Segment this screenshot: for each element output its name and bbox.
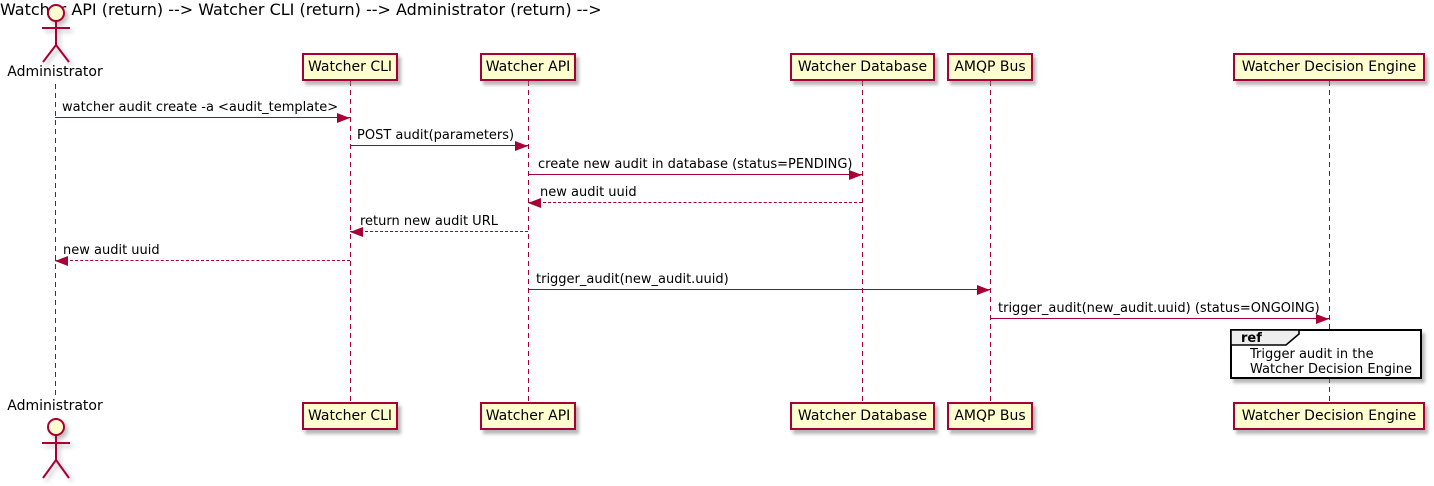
message-line [350,231,528,232]
actor-icon [42,418,70,479]
message-label: watcher audit create -a <audit_template> [62,100,339,115]
arrowhead-right [515,141,528,151]
participant-watcher-decision-engine-top: Watcher Decision Engine [1233,53,1425,81]
message-line [528,174,862,175]
message-label: new audit uuid [540,185,637,200]
message-label: create new audit in database (status=PEN… [538,157,853,172]
participant-watcher-database-top: Watcher Database [790,53,935,81]
actor-icon [42,4,70,63]
arrowhead-right [977,285,990,295]
message-line [350,145,528,146]
arrowhead-right [337,113,350,123]
lifeline-watcher-decision-engine [1329,81,1330,402]
message-label: return new audit URL [360,214,498,229]
message-label: POST audit(parameters) [357,128,515,143]
arrowhead-right [849,170,862,180]
arrowhead-left [55,256,68,266]
participant-watcher-api-bottom: Watcher API [480,402,576,430]
lifeline-watcher-cli [350,81,351,402]
message-label: new audit uuid [63,243,160,258]
lifeline-watcher-database [862,81,863,402]
message-label: trigger_audit(new_audit.uuid) [536,272,729,287]
ref-body: Trigger audit in the Watcher Decision En… [1250,347,1412,377]
participant-watcher-decision-engine-bottom: Watcher Decision Engine [1233,402,1425,430]
participant-amqp-bus-top: AMQP Bus [947,53,1033,81]
actor-label-top: Administrator [7,64,103,80]
ref-fragment: ref Trigger audit in the Watcher Decisio… [1230,329,1422,379]
participant-amqp-bus-bottom: AMQP Bus [947,402,1033,430]
ref-header-pentagon [1230,329,1300,346]
message-line [55,260,350,261]
ref-line-2: Watcher Decision Engine [1250,362,1412,377]
arrowhead-left [350,227,363,237]
message-line [55,117,350,118]
lifeline-amqp-bus [990,81,991,402]
message-line [528,289,990,290]
participant-watcher-api-top: Watcher API [480,53,576,81]
participant-watcher-cli-top: Watcher CLI [302,53,398,81]
message-label: trigger_audit(new_audit.uuid) (status=ON… [998,301,1320,316]
participant-watcher-database-bottom: Watcher Database [790,402,935,430]
participant-watcher-cli-bottom: Watcher CLI [302,402,398,430]
ref-line-1: Trigger audit in the [1250,347,1374,362]
arrowhead-left [528,198,541,208]
message-line [528,202,862,203]
actor-label-bottom: Administrator [7,398,103,414]
message-line [990,318,1329,319]
lifeline-watcher-api [528,81,529,402]
ref-keyword: ref [1241,331,1262,346]
arrowhead-right [1316,314,1329,324]
lifeline-administrator [55,84,56,398]
